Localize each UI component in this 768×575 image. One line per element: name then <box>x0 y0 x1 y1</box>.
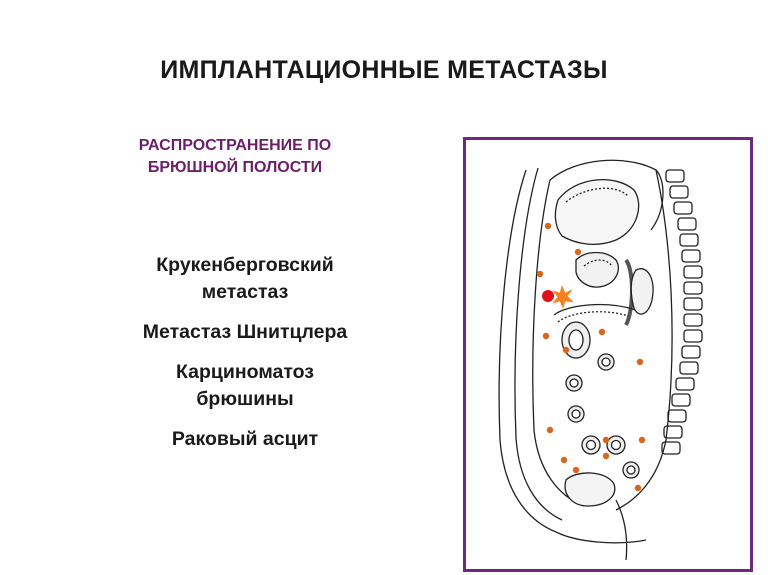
term-krukenberg: Крукенберговский метастаз <box>95 252 395 306</box>
primary-tumor <box>542 290 554 302</box>
pancreas <box>575 251 619 288</box>
section-subtitle: РАСПРОСТРАНЕНИЕ ПО БРЮШНОЙ ПОЛОСТИ <box>90 135 380 179</box>
mesentery <box>553 303 637 316</box>
term-krukenberg-line-2: метастаз <box>201 281 289 303</box>
posterior-wall <box>615 169 673 511</box>
metastasis-dots <box>536 222 646 492</box>
term-ascites: Раковый асцит <box>95 426 395 453</box>
rectum <box>615 499 628 561</box>
small-bowel-loops <box>561 321 640 479</box>
term-carcinomatosis-line-2: брюшины <box>196 388 294 410</box>
term-carcinomatosis: Карциноматоз брюшины <box>95 359 395 413</box>
pancreas-inner <box>583 259 613 267</box>
abdominal-wall-inner <box>514 167 563 521</box>
term-ascites-line-1: Раковый асцит <box>171 428 319 450</box>
subtitle-line-1: РАСПРОСТРАНЕНИЕ ПО <box>138 137 332 154</box>
term-carcinomatosis-line-1: Карциноматоз <box>176 361 314 383</box>
term-list: Крукенберговский метастаз Метастаз Шнитц… <box>95 252 395 466</box>
slide-title: ИМПЛАНТАЦИОННЫЕ МЕТАСТАЗЫ <box>160 56 608 84</box>
pelvic-floor <box>555 531 647 544</box>
vertebral-column <box>661 169 703 455</box>
stomach-hatch <box>565 187 629 203</box>
stomach-outline <box>554 179 640 246</box>
mesentery-hatched <box>557 311 629 323</box>
term-schnitzler-line-1: Метастаз Шнитцлера <box>142 321 348 343</box>
kidney <box>630 268 654 315</box>
term-krukenberg-line-1: Крукенберговский <box>156 254 334 276</box>
diaphragm <box>549 159 664 231</box>
term-schnitzler: Метастаз Шнитцлера <box>95 319 395 346</box>
bladder <box>564 472 616 507</box>
sagittal-abdomen-illustration <box>498 159 703 561</box>
peritoneum-line <box>532 179 585 507</box>
abdominal-wall-outer <box>498 169 557 533</box>
star-burst <box>552 285 574 309</box>
figure-frame <box>463 137 753 572</box>
subtitle-line-2: БРЮШНОЙ ПОЛОСТИ <box>147 159 323 176</box>
